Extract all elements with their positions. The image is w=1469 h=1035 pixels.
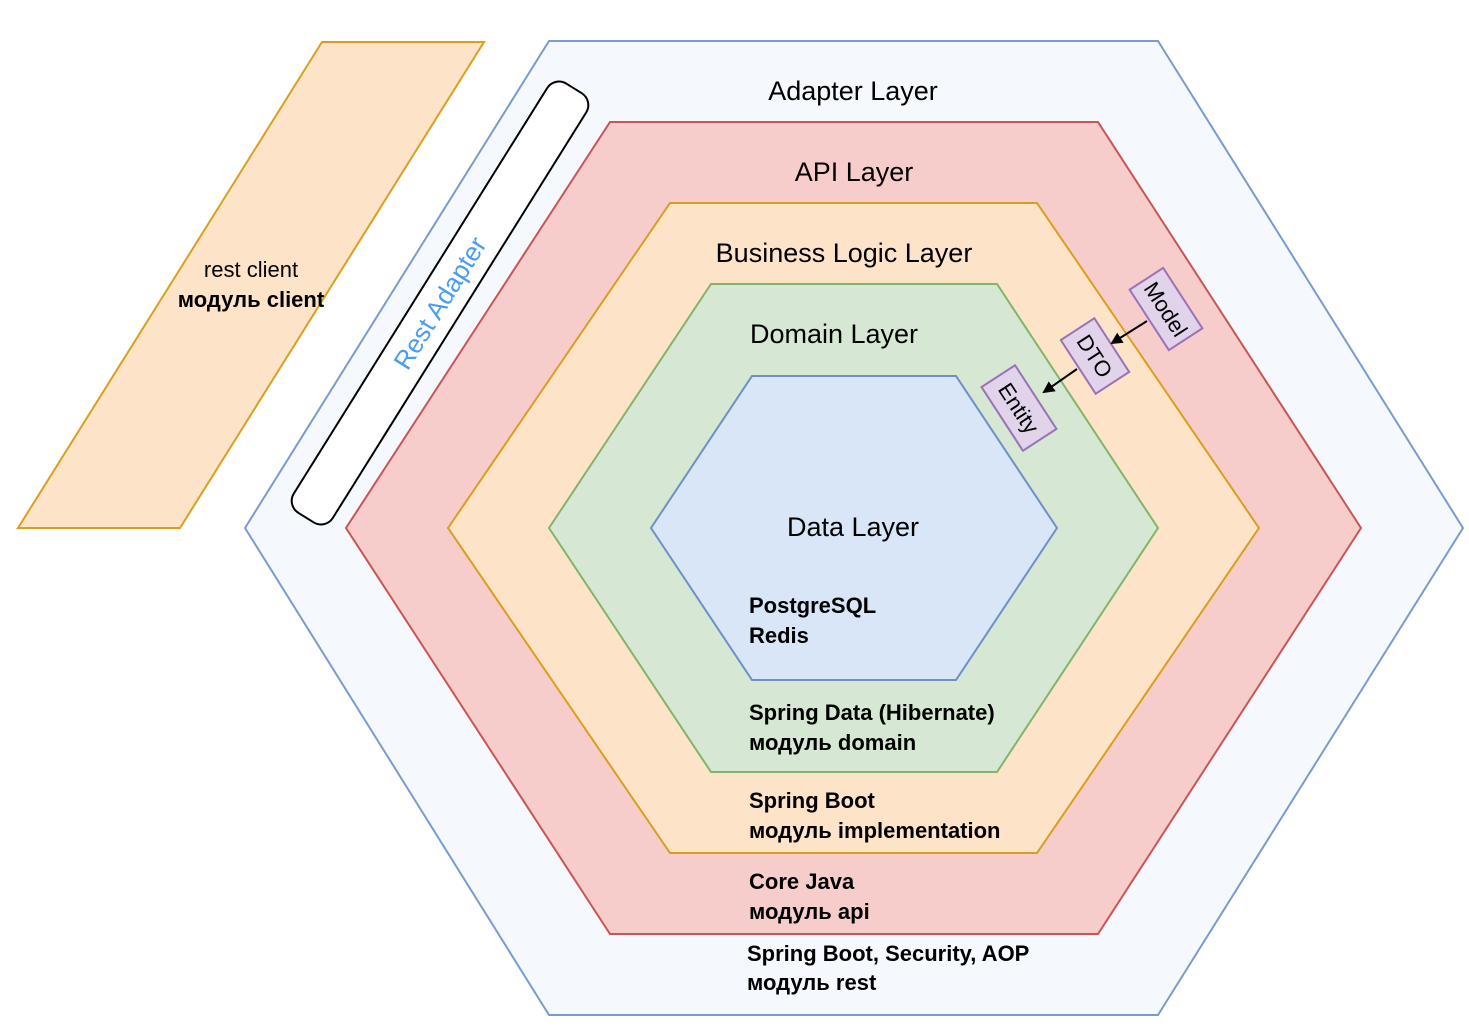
api-layer-title: API Layer [795,157,914,187]
adapter-module-note: модуль rest [747,970,877,995]
domain-module-note: модуль domain [749,730,916,755]
rest-adapter-box [290,80,590,526]
business-layer-title: Business Logic Layer [716,238,973,268]
data-layer-title: Data Layer [787,512,919,542]
model-to-dto-arrow [1110,320,1148,345]
data-tech-postgresql: PostgreSQL [749,593,876,618]
data-layer-hexagon [649,375,1059,681]
dto-to-entity-arrow [1042,368,1078,394]
model-box: Model [1128,266,1204,352]
domain-tech-note: Spring Data (Hibernate) [749,700,995,725]
api-tech-note: Core Java [749,869,855,894]
client-label: rest client [204,257,298,282]
domain-layer-title: Domain Layer [750,319,918,349]
adapter-layer-title: Adapter Layer [768,76,938,106]
api-module-note: модуль api [749,899,870,924]
business-tech-note: Spring Boot [749,788,876,813]
data-tech-redis: Redis [749,623,809,648]
client-module-label: модуль client [178,287,325,312]
client-parallelogram [16,41,486,529]
business-module-note: модуль implementation [749,818,1001,843]
adapter-tech-note: Spring Boot, Security, AOP [747,941,1029,966]
